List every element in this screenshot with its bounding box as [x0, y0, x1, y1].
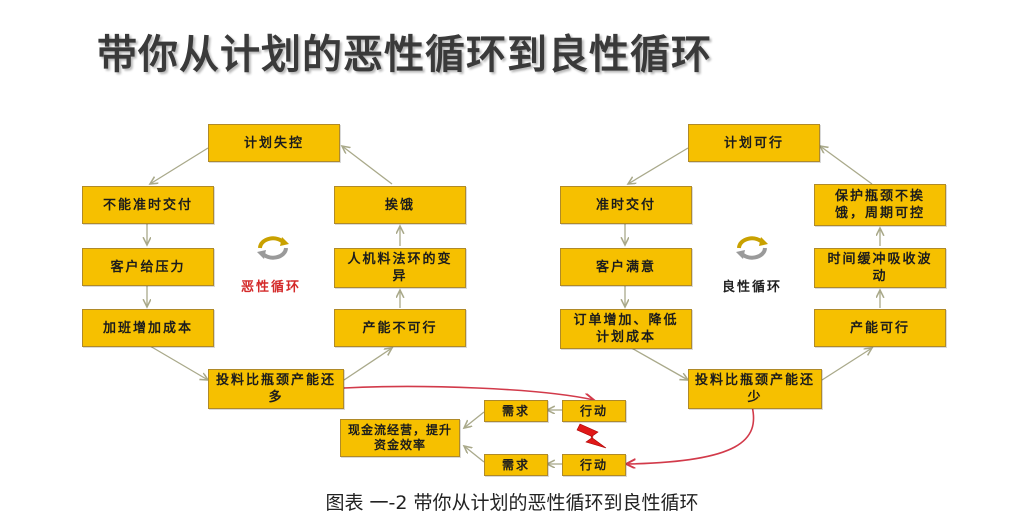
demand-bottom-box: 需求 [484, 454, 548, 476]
vicious-right2-box: 人机料法环的变异 [334, 248, 466, 288]
arrow-virtuous-left3-to-bottom [627, 345, 688, 380]
cycle-arrows-icon [736, 236, 768, 260]
action-bottom-box: 行动 [562, 454, 626, 476]
page-title: 带你从计划的恶性循环到良性循环 [97, 32, 712, 78]
arrow-virtuous-top-to-left1 [628, 147, 689, 184]
virtuous-left2-box: 客户满意 [560, 248, 692, 286]
vicious-left2-box: 客户给压力 [82, 248, 214, 286]
arrow-vicious-left3-to-bottom [149, 345, 208, 380]
arrow-red-virtuous-to-action [626, 405, 755, 464]
vicious-left1-box: 不能准时交付 [82, 186, 214, 224]
arrow-virtuous-bottom-to-right3 [821, 348, 872, 381]
vicious-left3-box: 加班增加成本 [82, 309, 214, 347]
arrow-demand-to-cash-bottom [464, 446, 485, 463]
virtuous-bottom-box: 投料比瓶颈产能还少 [688, 369, 822, 409]
arrow-demand-to-cash-top [464, 411, 485, 428]
vicious-right3-box: 产能不可行 [334, 309, 466, 347]
arrow-vicious-right1-to-top [342, 146, 393, 185]
vicious-top-box: 计划失控 [208, 124, 340, 162]
arrow-virtuous-right1-to-top [820, 146, 873, 185]
virtuous-top-box: 计划可行 [688, 124, 820, 162]
lightning-icon [576, 423, 607, 449]
virtuous-right2-box: 时间缓冲吸收波动 [814, 248, 946, 288]
action-top-box: 行动 [562, 400, 626, 422]
virtuous-right3-box: 产能可行 [814, 309, 946, 347]
virtuous-left1-box: 准时交付 [560, 186, 692, 224]
virtuous-cycle-label: 良性循环 [722, 280, 783, 295]
figure-caption: 图表 一-2 带你从计划的恶性循环到良性循环 [325, 492, 699, 514]
demand-top-box: 需求 [484, 400, 548, 422]
virtuous-right1-box: 保护瓶颈不挨饿，周期可控 [814, 184, 946, 226]
arrow-vicious-top-to-left1 [150, 147, 209, 184]
cash-flow-box: 现金流经营，提升资金效率 [340, 419, 460, 457]
arrow-vicious-bottom-to-right3 [343, 348, 392, 381]
virtuous-left3-box: 订单增加、降低计划成本 [560, 309, 692, 349]
cycle-arrows-icon [257, 236, 289, 260]
vicious-cycle-label: 恶性循环 [241, 280, 302, 295]
vicious-bottom-box: 投料比瓶颈产能还多 [208, 369, 344, 409]
vicious-right1-box: 挨饿 [334, 186, 466, 224]
arrow-red-vicious-to-action [343, 385, 594, 401]
